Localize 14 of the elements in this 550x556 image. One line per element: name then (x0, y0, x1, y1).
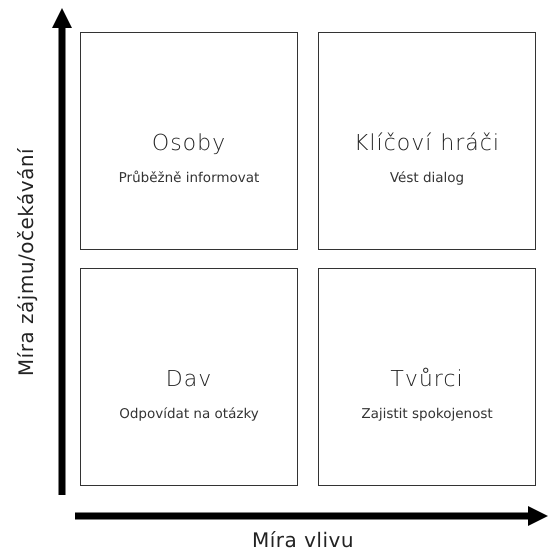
quadrant-box (318, 268, 536, 486)
quadrant-description: Vést dialog (390, 170, 464, 186)
quadrant-title: Tvůrci (390, 367, 464, 392)
quadrant-title: Klíčoví hráči (354, 131, 500, 156)
quadrant-box (80, 268, 298, 486)
axis-label: Míra vlivu (252, 528, 354, 552)
axis-label: Míra zájmu/očekávání (14, 148, 38, 376)
quadrant-title: Dav (166, 367, 212, 392)
quadrant-box (318, 32, 536, 250)
quadrant-description: Zajistit spokojenost (361, 406, 493, 422)
quadrant-box (80, 32, 298, 250)
quadrant-title: Osoby (152, 131, 226, 156)
quadrant-description: Odpovídat na otázky (119, 406, 259, 422)
quadrant-description: Průběžně informovat (118, 170, 260, 186)
